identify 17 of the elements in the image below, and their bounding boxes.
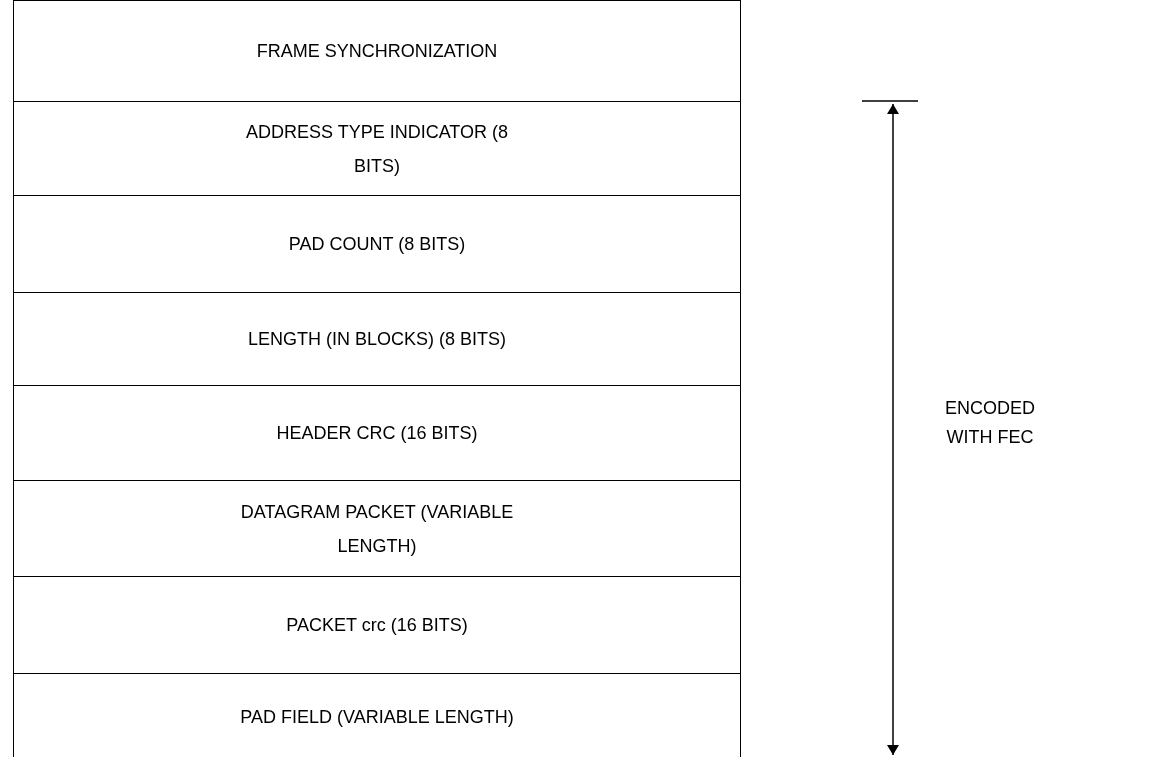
field-row — [13, 673, 741, 757]
field-row — [13, 0, 741, 101]
field-row — [13, 576, 741, 673]
field-label: ADDRESS TYPE INDICATOR (8 BITS) — [244, 120, 510, 178]
field-label: HEADER CRC (16 BITS) — [276, 422, 478, 445]
field-label: PAD FIELD (VARIABLE LENGTH) — [240, 705, 514, 729]
field-label: FRAME SYNCHRONIZATION — [256, 40, 498, 63]
field-label: DATAGRAM PACKET (VARIABLE LENGTH) — [239, 500, 515, 558]
field-label: PACKET crc (16 BITS) — [286, 614, 468, 637]
field-label: PAD COUNT (8 BITS) — [288, 233, 466, 256]
field-row — [13, 385, 741, 480]
annotation-text: ENCODED WITH FEC — [944, 397, 1036, 449]
field-label: LENGTH (IN BLOCKS) (8 BITS) — [247, 328, 506, 351]
field-row — [13, 480, 741, 576]
field-row — [13, 195, 741, 292]
field-row — [13, 101, 741, 195]
field-row — [13, 292, 741, 385]
